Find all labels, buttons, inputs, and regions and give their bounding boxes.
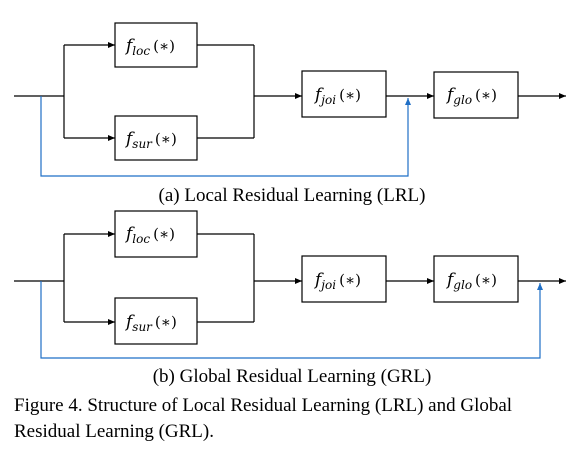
glo-label: fglo(∗) bbox=[445, 270, 497, 292]
loc-label: floc(∗) bbox=[124, 36, 175, 58]
joi-block: fjoi(∗) bbox=[301, 70, 387, 118]
caption-b: (b) Global Residual Learning (GRL) bbox=[153, 366, 432, 387]
sur-block: fsur(∗) bbox=[114, 297, 198, 345]
glo-label: fglo(∗) bbox=[445, 85, 497, 107]
joi-block: fjoi(∗) bbox=[301, 255, 387, 303]
local-skip-connection bbox=[40, 96, 411, 177]
sur-block: fsur(∗) bbox=[114, 115, 198, 161]
diagram-b-grl: floc(∗) fsur(∗) fjoi(∗) fglo(∗) bbox=[14, 210, 566, 387]
sur-label: fsur(∗) bbox=[124, 312, 177, 334]
loc-block: floc(∗) bbox=[114, 22, 198, 68]
caption-a: (a) Local Residual Learning (LRL) bbox=[159, 185, 426, 206]
glo-block: fglo(∗) bbox=[433, 255, 519, 303]
loc-label: floc(∗) bbox=[124, 224, 175, 246]
global-skip-connection bbox=[40, 281, 543, 359]
joi-label: fjoi(∗) bbox=[313, 85, 361, 107]
joi-label: fjoi(∗) bbox=[313, 270, 361, 292]
sur-label: fsur(∗) bbox=[124, 129, 177, 151]
loc-block: floc(∗) bbox=[114, 210, 198, 258]
figure-caption: Figure 4. Structure of Local Residual Le… bbox=[14, 395, 513, 442]
glo-block: fglo(∗) bbox=[433, 71, 519, 119]
diagram-a-lrl: floc(∗) fsur(∗) fjoi(∗) fglo(∗) bbox=[14, 22, 566, 206]
